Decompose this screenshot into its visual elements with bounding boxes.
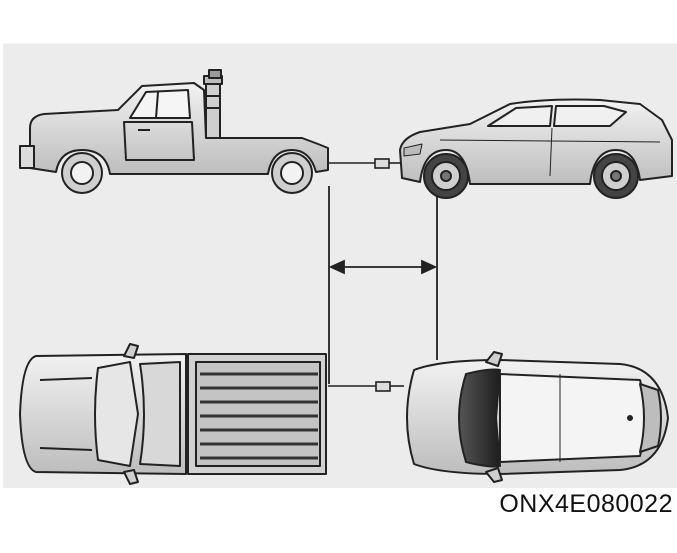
tow-bar-top [328,381,404,392]
distance-arrow [328,186,438,384]
pickup-truck-top-view [19,343,327,485]
suv-side-view [399,98,673,199]
suv-top-view [406,351,669,483]
tow-truck-side-view [19,69,329,194]
figure-code: ONX4E080022 [499,490,673,518]
